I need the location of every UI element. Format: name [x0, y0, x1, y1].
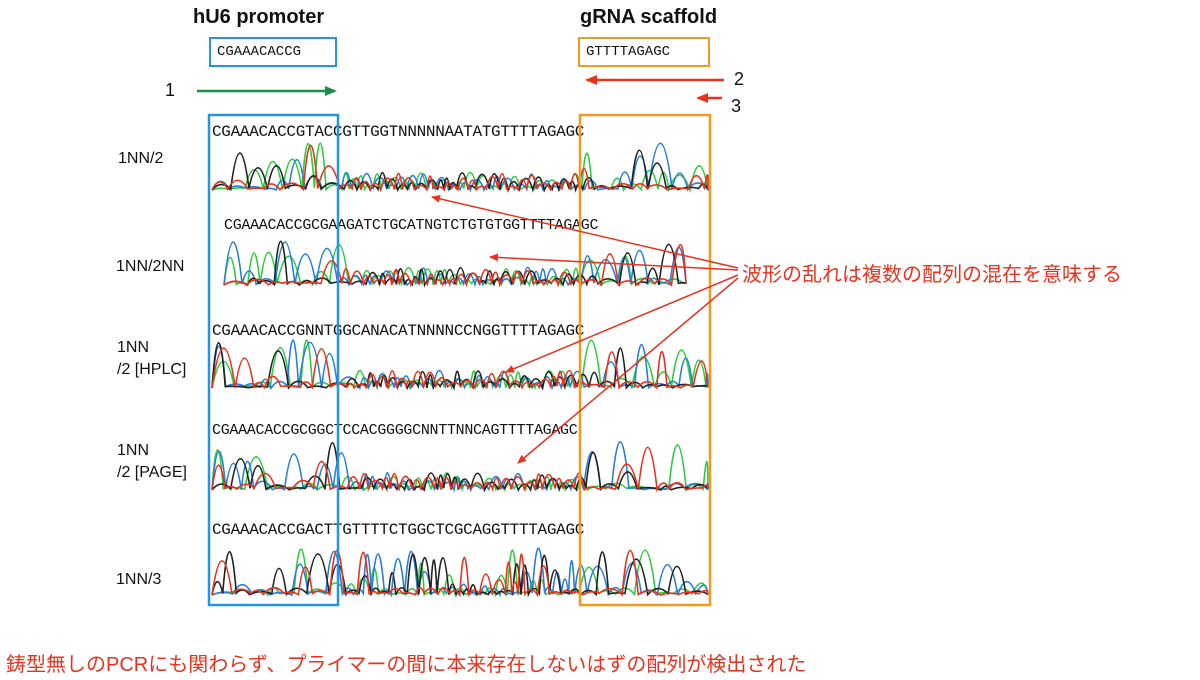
trace-line: [211, 446, 709, 493]
sequence-read-4: CGAAACACCGCGGCTCCACGGGGCNNTTNNCAGTTTTAGA…: [212, 422, 578, 439]
promoter-sequence-box: CGAAACACCG: [209, 37, 337, 67]
promoter-region-box: [207, 113, 340, 607]
primer-3-label: 3: [731, 96, 742, 116]
trace-line: [211, 549, 709, 598]
annotation-arrow-1: [431, 194, 739, 269]
trace-line: [223, 244, 687, 288]
sequence-read-3: CGAAACACCGNNTGGCANACATNNNNCCNGGTTTTAGAGC: [212, 322, 585, 340]
scaffold-sequence-box: GTTTTAGAGC: [578, 37, 710, 67]
caption-text: 鋳型無しのPCRにも関わらず、プライマーの間に本来存在しないはずの配列が検出され…: [6, 654, 807, 676]
trace-line: [211, 551, 709, 598]
trace-line: [223, 241, 687, 288]
trace-line: [223, 240, 687, 288]
scaffold-region-box: [578, 113, 712, 607]
trace-line: [211, 339, 709, 391]
annotation-arrow-3: [505, 274, 739, 373]
sequence-read-1: CGAAACACCGTACCGTTGGTNNNNNAATATGTTTTAGAGC: [212, 123, 585, 141]
sample-label-1nn-2-hplc: 1NN /2 [HPLC]: [117, 337, 186, 381]
sequence-read-5: CGAAACACCGACTTGTTTTCTGGCTCGCAGGTTTTAGAGC: [212, 521, 585, 539]
sample-label-1nn-2-page: 1NN /2 [PAGE]: [117, 440, 187, 484]
sequence-read-2: CGAAACACCGCGAAGATCTGCATNGTCTGTGTGGTTTTAG…: [224, 217, 599, 234]
trace-line: [211, 442, 709, 493]
annotation-text: 波形の乱れは複数の配列の混在を意味する: [742, 264, 1122, 286]
trace-line: [211, 347, 709, 390]
sample-label-line2: /2 [PAGE]: [117, 464, 187, 481]
sample-label-line2: /2 [HPLC]: [117, 361, 187, 378]
sample-label-1nn-2nn: 1NN/2NN: [116, 258, 185, 275]
sample-label-line1: 1NN: [117, 442, 150, 459]
sample-label-1nn-3: 1NN/3: [116, 571, 162, 588]
trace-line: [211, 341, 709, 391]
sample-label-1nn-2: 1NN/2: [118, 150, 164, 167]
chromatogram-traces: [211, 142, 709, 598]
trace-line: [211, 144, 709, 193]
trace-line: [211, 339, 709, 391]
annotation-arrow-2: [489, 253, 739, 271]
annotation-arrow-4: [517, 277, 739, 464]
scaffold-title: gRNA scaffold: [580, 6, 718, 28]
sample-label-line1: 1NN: [117, 339, 150, 356]
promoter-title: hU6 promoter: [193, 6, 325, 28]
primer-1-label: 1: [165, 80, 176, 100]
primer-2-label: 2: [734, 69, 745, 89]
